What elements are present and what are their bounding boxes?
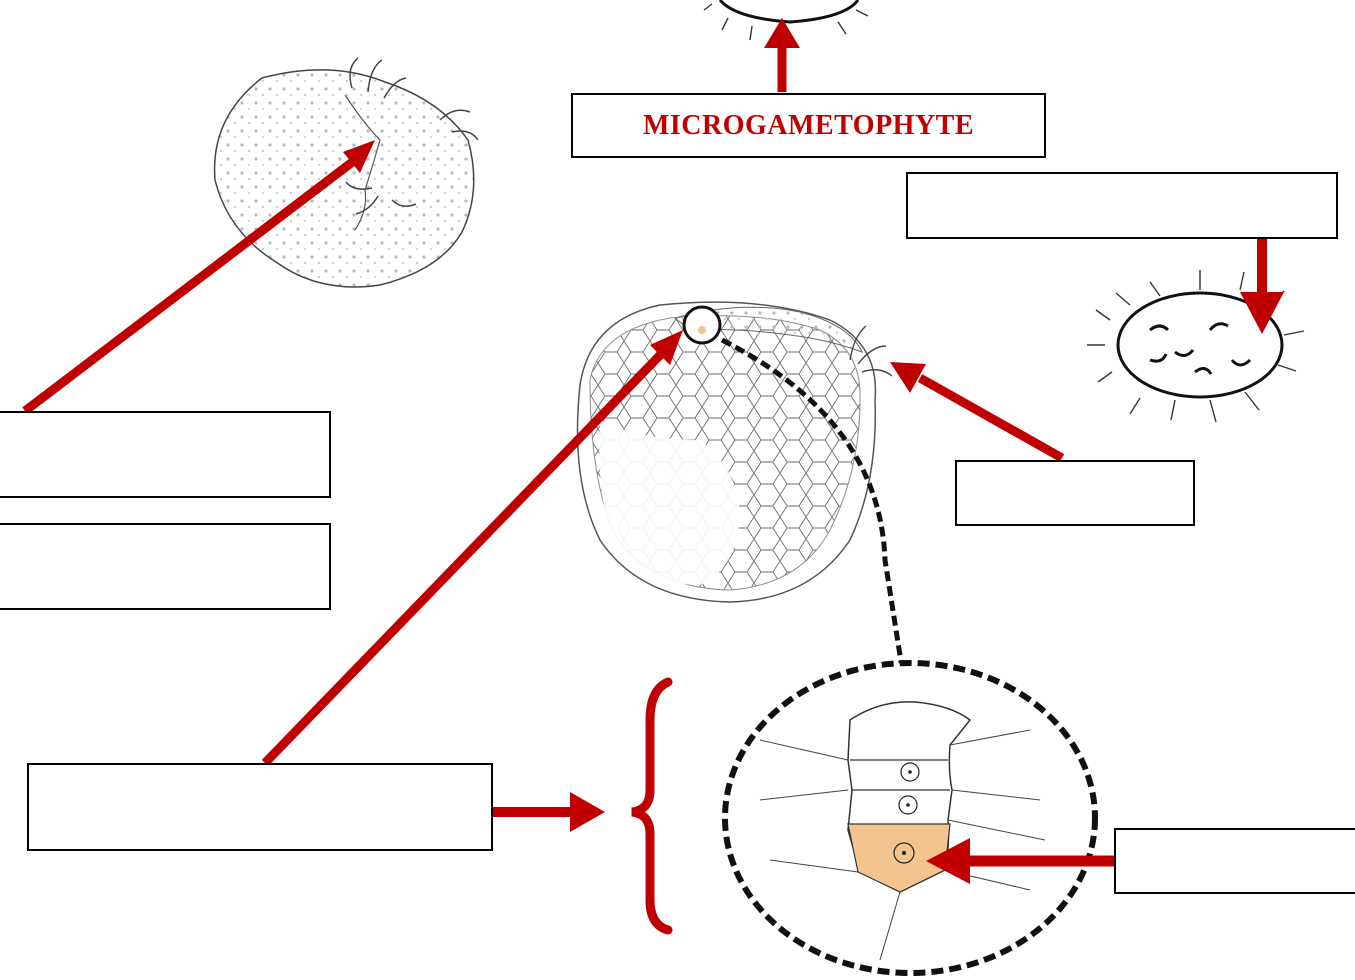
female-gametophyte-illustration [213,57,479,288]
blank-label-left-1 [0,411,331,498]
microspore-with-sperm-illustration [1087,270,1305,423]
microgametophyte-label: MICROGAMETOPHYTE [571,93,1046,158]
blank-label-bottom-right [1114,828,1355,894]
blank-label-left-2 [0,523,331,610]
bracket [631,677,673,935]
microgametophyte-spore-illustration [703,0,869,41]
blank-label-top-right [906,172,1338,239]
arrows [22,18,1284,884]
archegonium-zoom-view [722,660,1098,976]
zoom-connector-line [720,337,905,669]
blank-label-bottom-left [27,763,493,851]
blank-label-mid-right [955,460,1195,526]
megaspore-illustration [576,301,893,603]
egg-cell [847,823,951,893]
